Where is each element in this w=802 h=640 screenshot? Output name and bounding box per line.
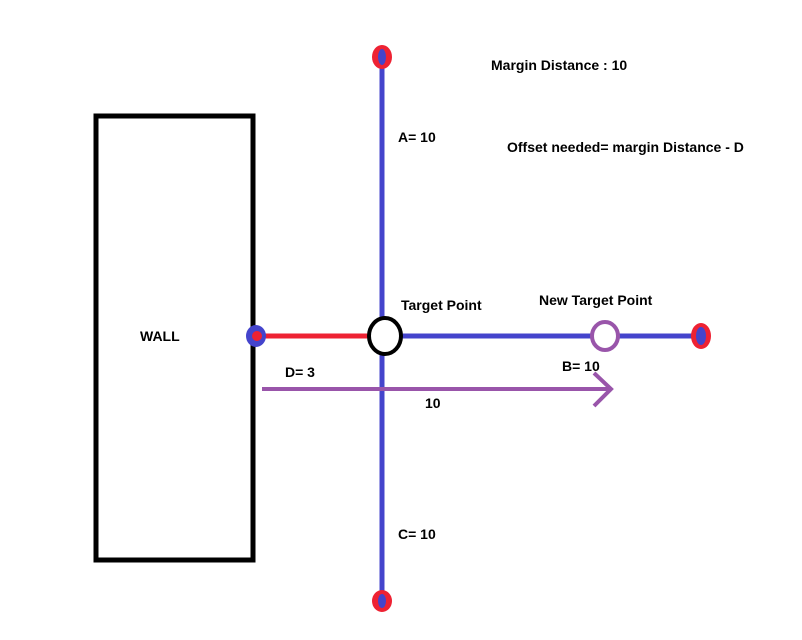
endpoint-c-marker	[372, 590, 392, 612]
wall-label: WALL	[140, 328, 180, 344]
offset-arrow	[262, 371, 614, 408]
target-point-marker	[367, 316, 403, 356]
label-c: C= 10	[398, 526, 436, 542]
label-b: B= 10	[562, 358, 600, 374]
wall-rectangle	[93, 113, 256, 563]
target-point-label: Target Point	[401, 297, 482, 313]
label-a: A= 10	[398, 129, 436, 145]
label-d: D= 3	[285, 364, 315, 380]
margin-distance-text: Margin Distance : 10	[491, 57, 627, 73]
endpoint-a-marker	[372, 45, 392, 69]
offset-formula-text: Offset needed= margin Distance - D	[507, 139, 744, 155]
new-target-point-label: New Target Point	[539, 292, 653, 308]
arrow-length-label: 10	[425, 395, 441, 411]
endpoint-b-marker	[691, 323, 711, 349]
wall-contact-marker	[246, 325, 266, 347]
new-target-point-marker	[590, 320, 620, 352]
